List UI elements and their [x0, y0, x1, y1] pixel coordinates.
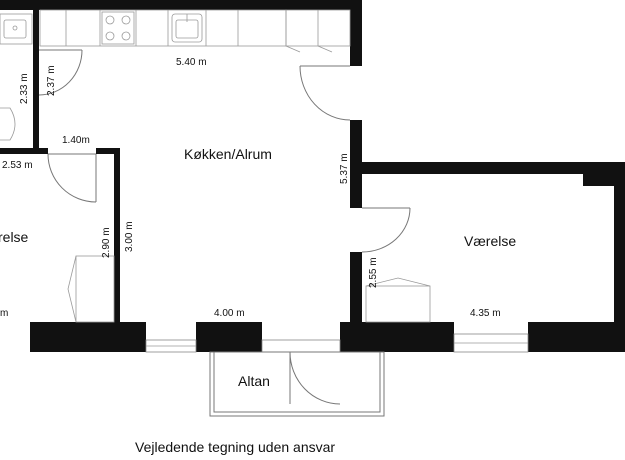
windows	[145, 333, 529, 353]
walls	[0, 0, 625, 352]
balcony-outline	[209, 351, 385, 417]
dim-left-room-partial: m	[0, 308, 8, 319]
dim-right-room-height: 2.55 m	[368, 257, 379, 288]
dim-kitchen-left-height: 3.00 m	[124, 221, 135, 252]
room-label-bedroom-right: Værelse	[464, 233, 516, 249]
dim-entry-height: 2.37 m	[46, 65, 57, 96]
room-label-kitchen: Køkken/Alrum	[184, 146, 272, 162]
dim-left-room-width: 2.53 m	[2, 160, 33, 171]
bathroom-fixtures	[0, 13, 33, 141]
dim-kitchen-width-bottom: 4.00 m	[214, 308, 245, 319]
kitchen-counter	[39, 9, 351, 53]
toilet-icon	[0, 107, 16, 141]
doors	[38, 49, 431, 405]
dim-hall-width: 1.40m	[62, 135, 90, 146]
room-label-balcony: Altan	[238, 373, 270, 389]
room-label-bedroom-left: relse	[0, 229, 29, 245]
washbasin-icon	[0, 13, 33, 45]
dim-bath-height: 2.33 m	[19, 73, 30, 104]
dim-left-wall-height: 2.90 m	[101, 227, 112, 258]
plan-caption: Vejledende tegning uden ansvar	[135, 439, 335, 455]
dim-kitchen-width-top: 5.40 m	[176, 57, 207, 68]
dim-right-room-width: 4.35 m	[470, 308, 501, 319]
stove-icon	[101, 11, 135, 45]
dim-kitchen-depth: 5.37 m	[339, 153, 350, 184]
